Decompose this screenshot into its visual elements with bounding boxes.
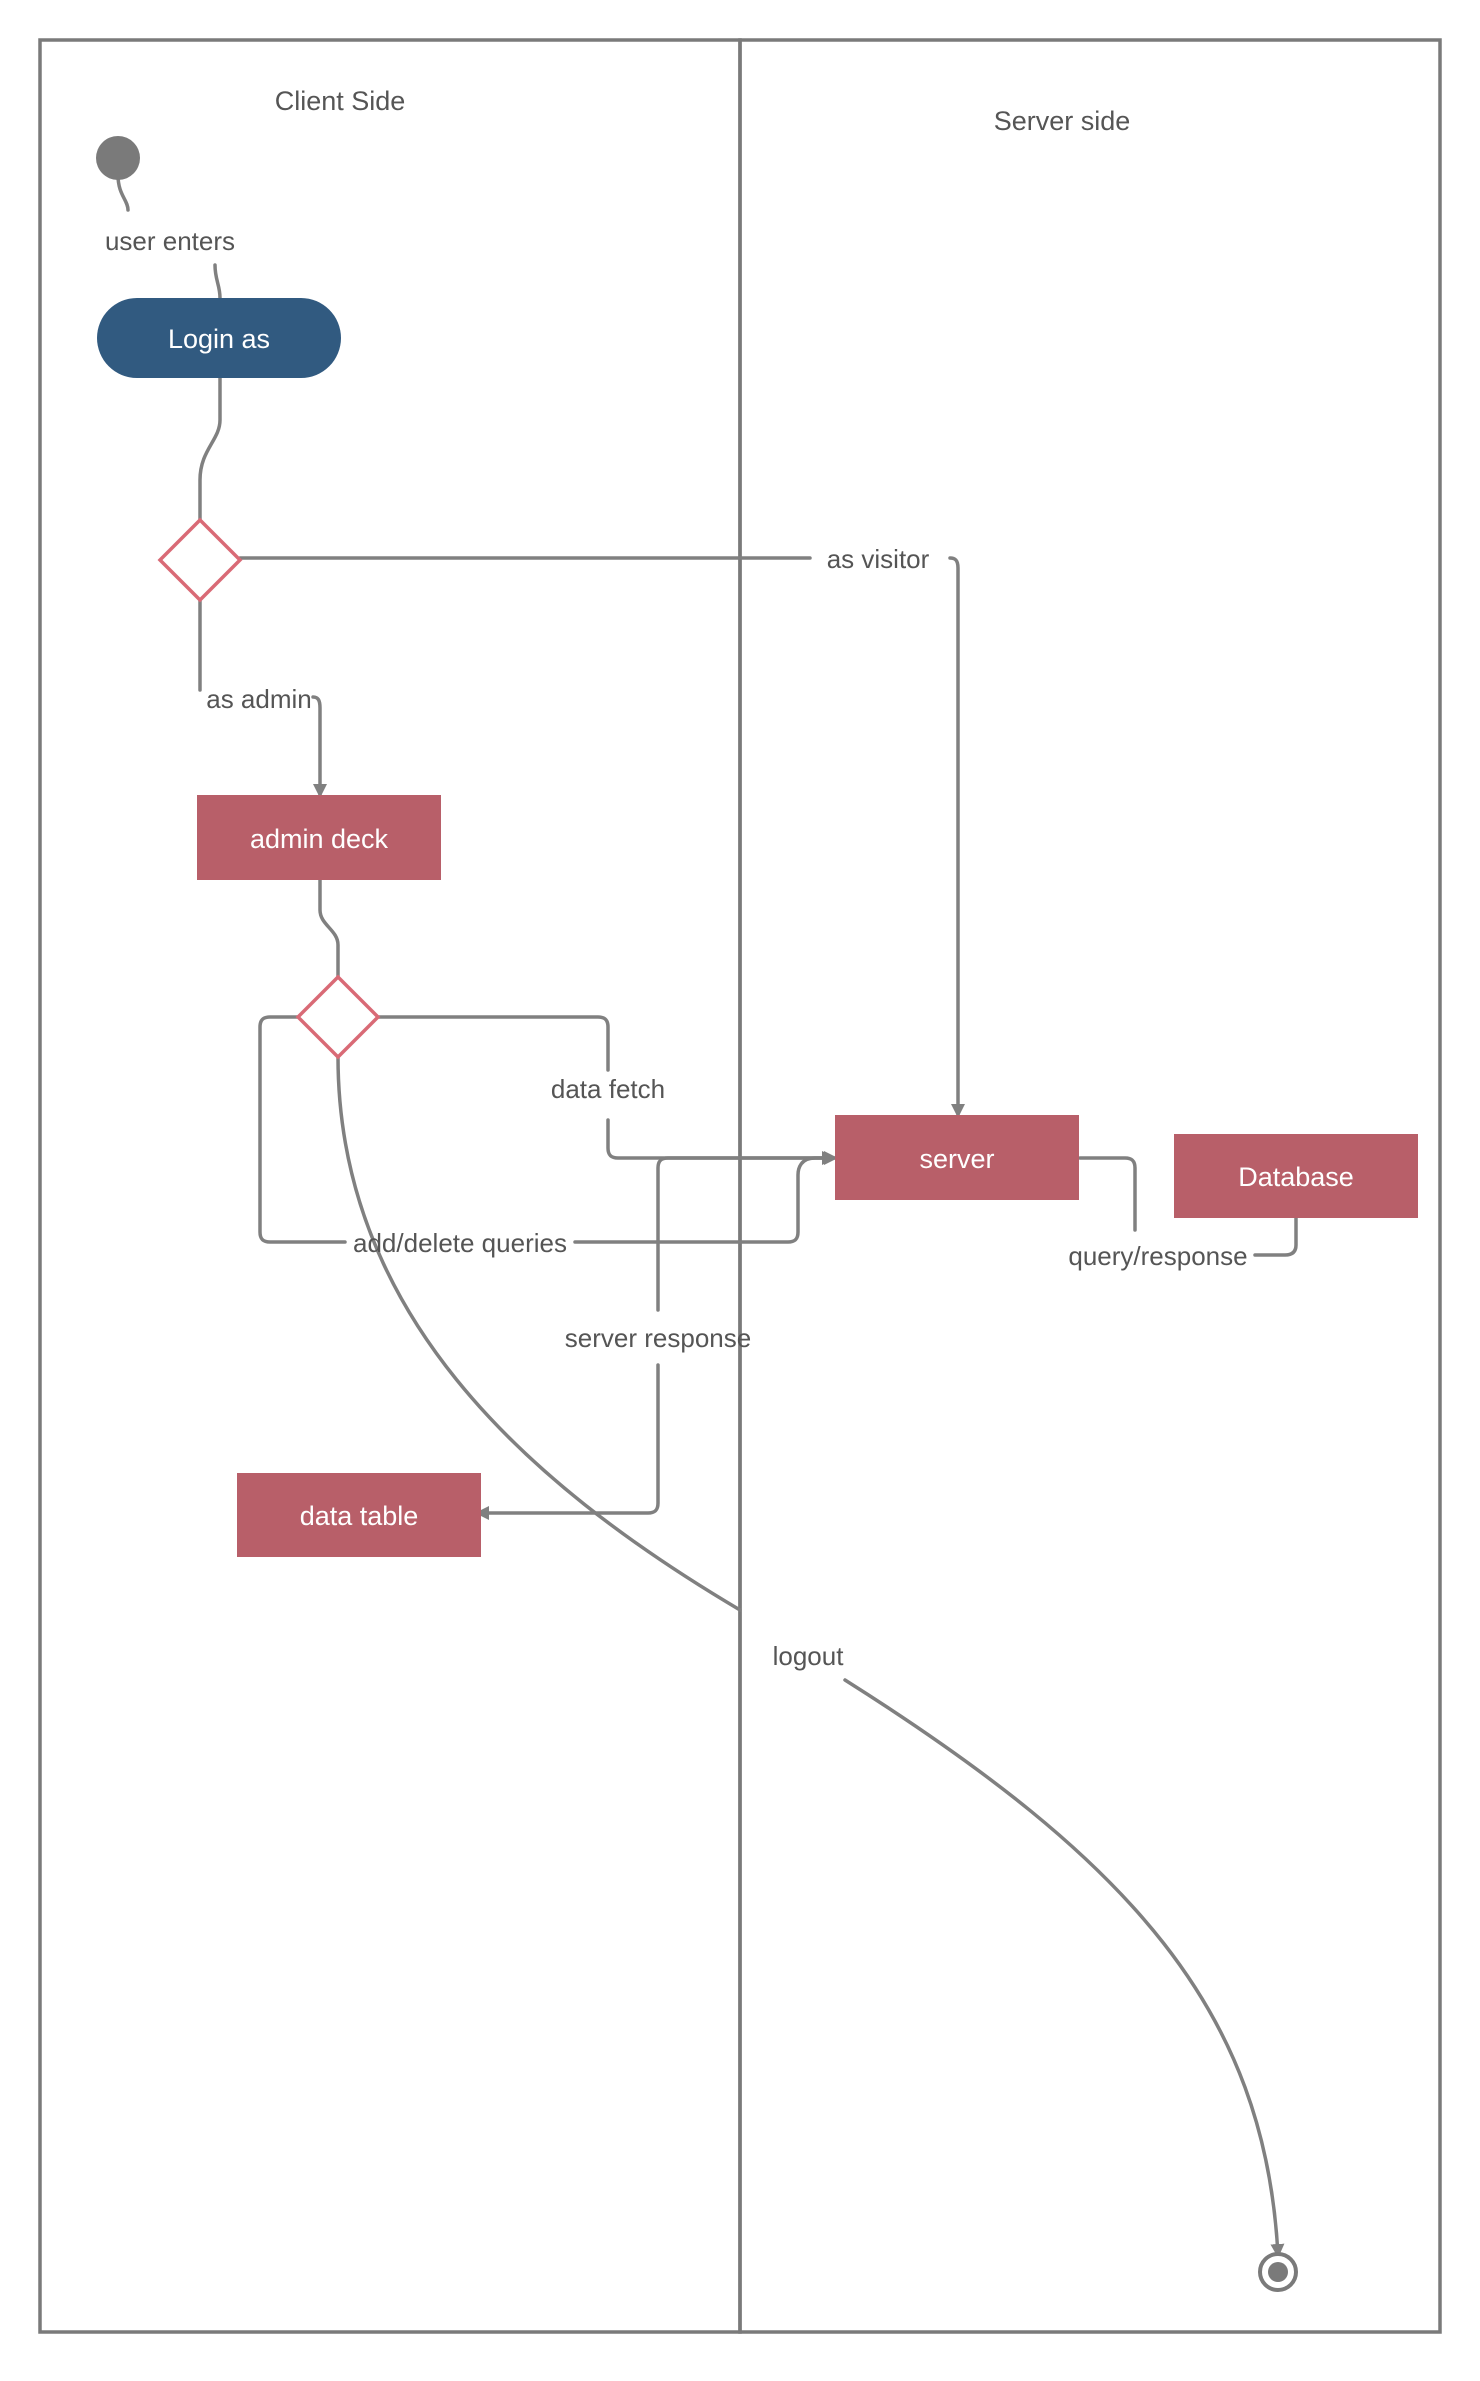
edge-label-logout: logout (773, 1641, 845, 1671)
edge-label-query-response: query/response (1068, 1241, 1247, 1271)
edge-server-response (478, 1156, 835, 1513)
database-node-label: Database (1238, 1162, 1354, 1192)
edge-logout (336, 1055, 1278, 2255)
edge-label-as-visitor: as visitor (827, 544, 930, 574)
edge-query-response (1078, 1156, 1298, 1257)
edge-label-server-response: server response (565, 1323, 751, 1353)
admin-action-decision[interactable] (295, 974, 381, 1060)
edge-as-visitor (238, 556, 958, 1115)
edge-login-to-decision (198, 376, 222, 522)
database-node[interactable] (1174, 1134, 1418, 1218)
login-node-label: Login as (168, 324, 270, 354)
start-node (96, 136, 140, 180)
admin-deck-node[interactable] (197, 795, 441, 880)
data-table-node[interactable] (237, 1473, 481, 1557)
edge-admin-deck-to-decision (318, 878, 340, 979)
server-node[interactable] (835, 1115, 1079, 1200)
admin-deck-label: admin deck (250, 824, 389, 854)
visitor-admin-decision[interactable] (157, 517, 243, 603)
data-table-label: data table (300, 1501, 419, 1531)
edge-label-add-delete-queries: add/delete queries (353, 1228, 567, 1258)
edge-data-fetch (376, 1015, 833, 1158)
server-lane (738, 38, 1442, 2334)
server-node-label: server (919, 1144, 994, 1174)
edge-label-user-enters: user enters (105, 226, 235, 256)
login-node[interactable] (97, 298, 341, 378)
edge-label-as-admin: as admin (206, 684, 312, 714)
edge-label-data-fetch: data fetch (551, 1074, 665, 1104)
client-lane-title: Client Side (275, 86, 406, 116)
end-node-inner (1268, 2262, 1288, 2282)
edge-as-admin (198, 598, 320, 795)
client-lane (38, 38, 742, 2334)
server-lane-title: Server side (994, 106, 1131, 136)
